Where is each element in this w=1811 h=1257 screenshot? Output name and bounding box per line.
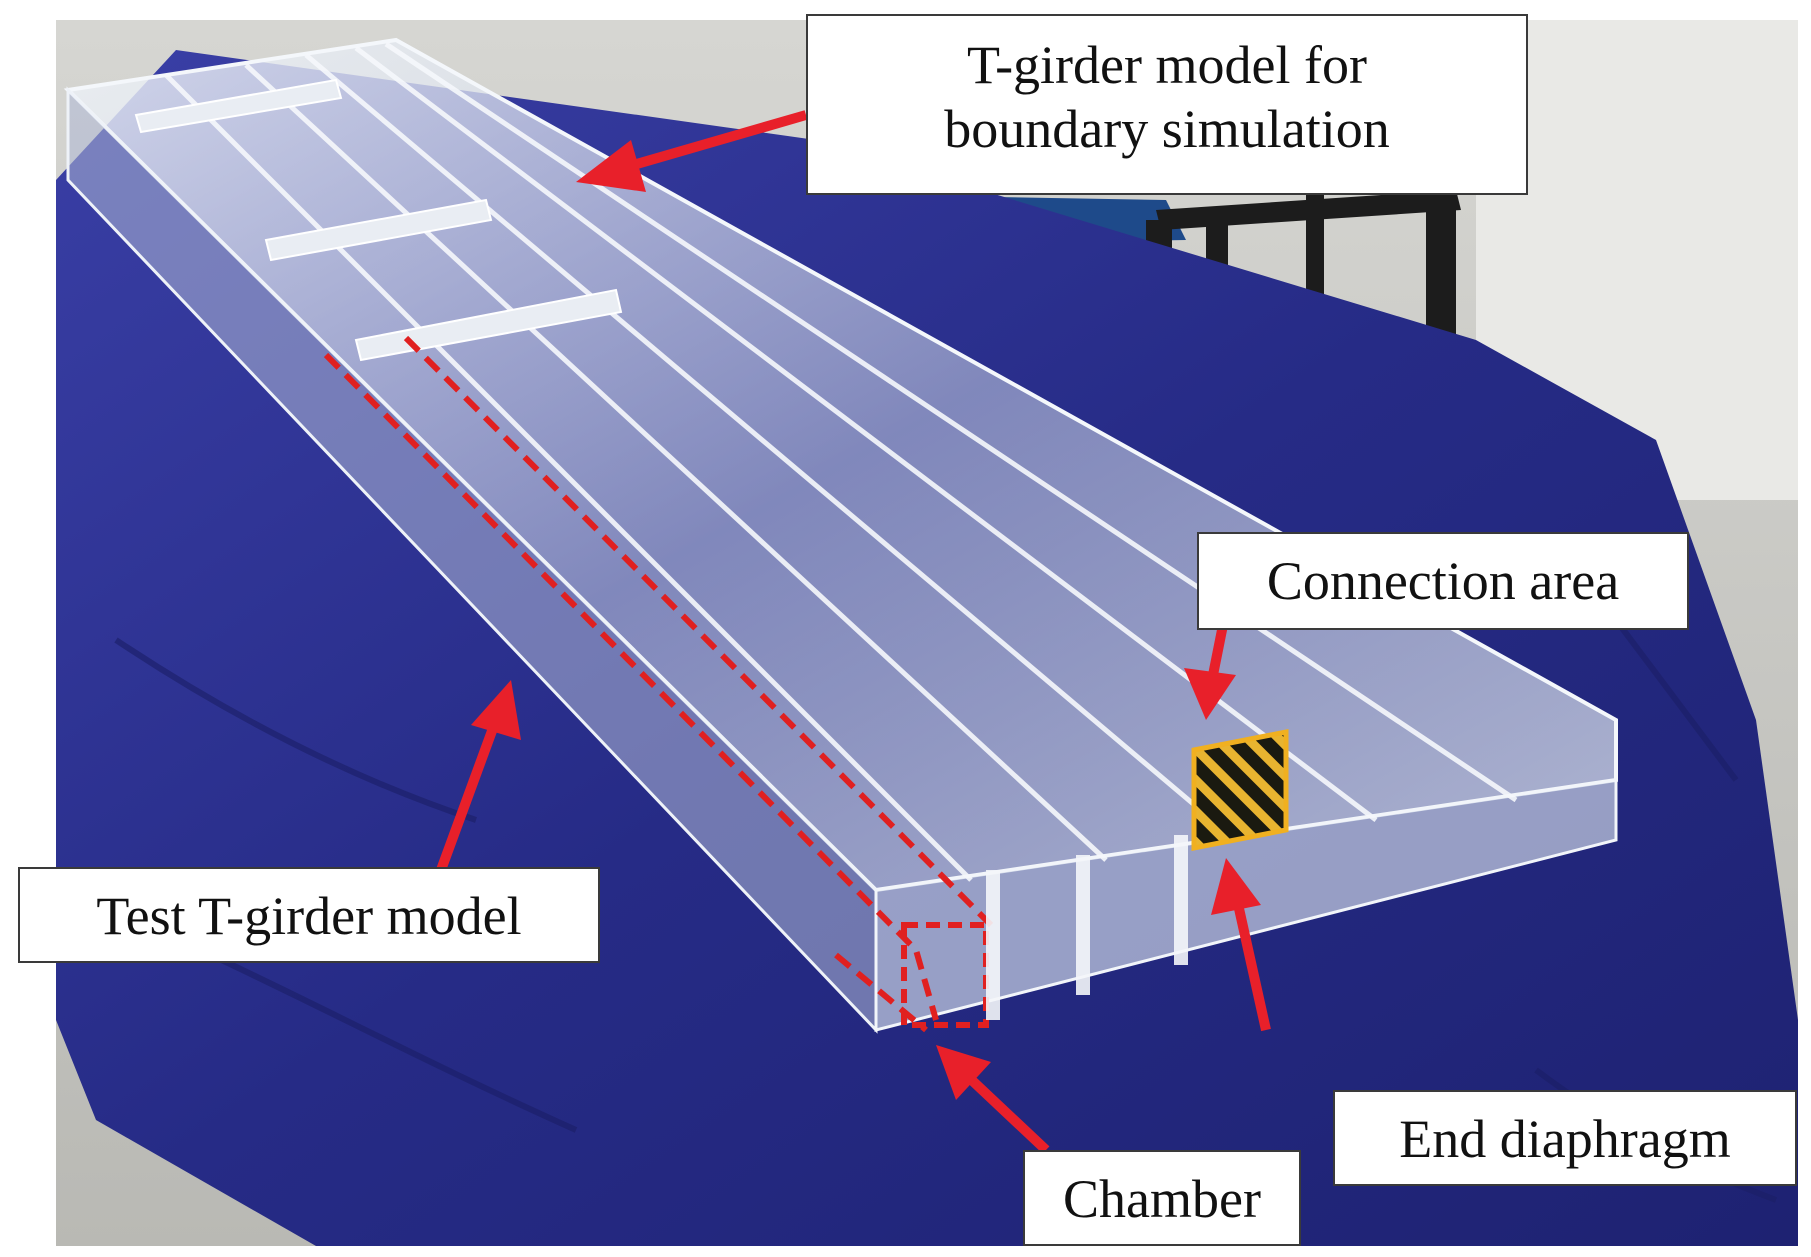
- label-test-text: Test T-girder model: [96, 886, 522, 946]
- label-test-girder-model: Test T-girder model: [18, 867, 600, 963]
- end-face-webs: [986, 835, 1188, 1020]
- label-boundary-simulation-model: T-girder model for boundary simulation: [806, 14, 1528, 195]
- cross-beams: [134, 78, 623, 362]
- label-connection-text: Connection area: [1266, 551, 1620, 611]
- label-connection-area: Connection area: [1197, 532, 1689, 630]
- label-chamber-text: Chamber: [1063, 1169, 1261, 1229]
- label-chamber: Chamber: [1023, 1150, 1301, 1246]
- label-end-diaphragm: End diaphragm: [1333, 1090, 1797, 1186]
- label-boundary-line2: boundary simulation: [944, 98, 1390, 159]
- photo-scene: [56, 20, 1798, 1246]
- end-diaphragm-hatch: [1191, 728, 1289, 852]
- annotation-arrows: [436, 110, 1271, 1154]
- label-boundary-line1: T-girder model for: [967, 35, 1367, 95]
- label-end-text: End diaphragm: [1399, 1109, 1731, 1169]
- photograph: [56, 20, 1798, 1246]
